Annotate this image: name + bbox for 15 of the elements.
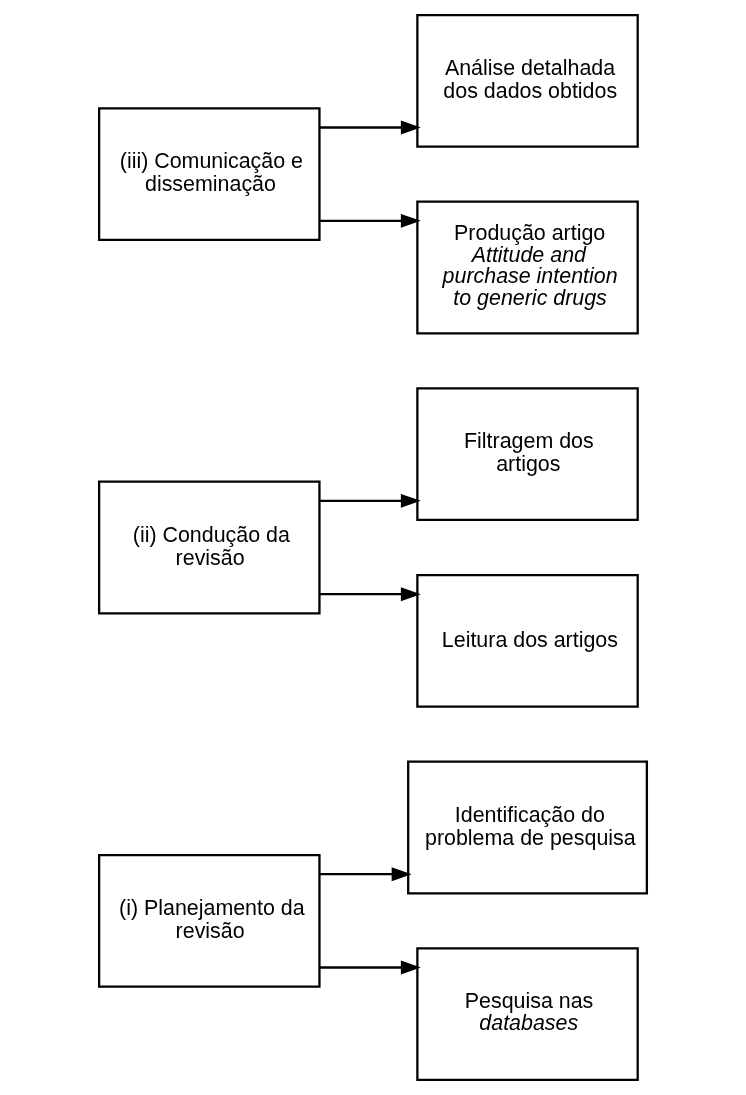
arrow (319, 120, 421, 135)
node-box: (ii) Condução da revisão (97, 480, 321, 615)
node-box: Filtragem dos artigos (416, 387, 639, 522)
node-box: Identificação do problema de pesquisa (407, 760, 649, 895)
arrow (319, 493, 421, 508)
node-box: Leitura dos artigos (416, 573, 639, 708)
arrow (319, 587, 421, 602)
node-box: Análise detalhada dos dados obtidos (416, 13, 639, 148)
node-box: Produção artigo Attitude and purchase intention to generic drugs (416, 200, 639, 335)
arrow (319, 960, 421, 975)
node-box: (iii) Comunicação e disseminação (97, 107, 321, 242)
node-box: (i) Planejamento da revisão (97, 853, 321, 988)
node-box: Pesquisa nas databases (416, 947, 639, 1082)
arrow (319, 867, 412, 882)
arrow (319, 213, 421, 228)
